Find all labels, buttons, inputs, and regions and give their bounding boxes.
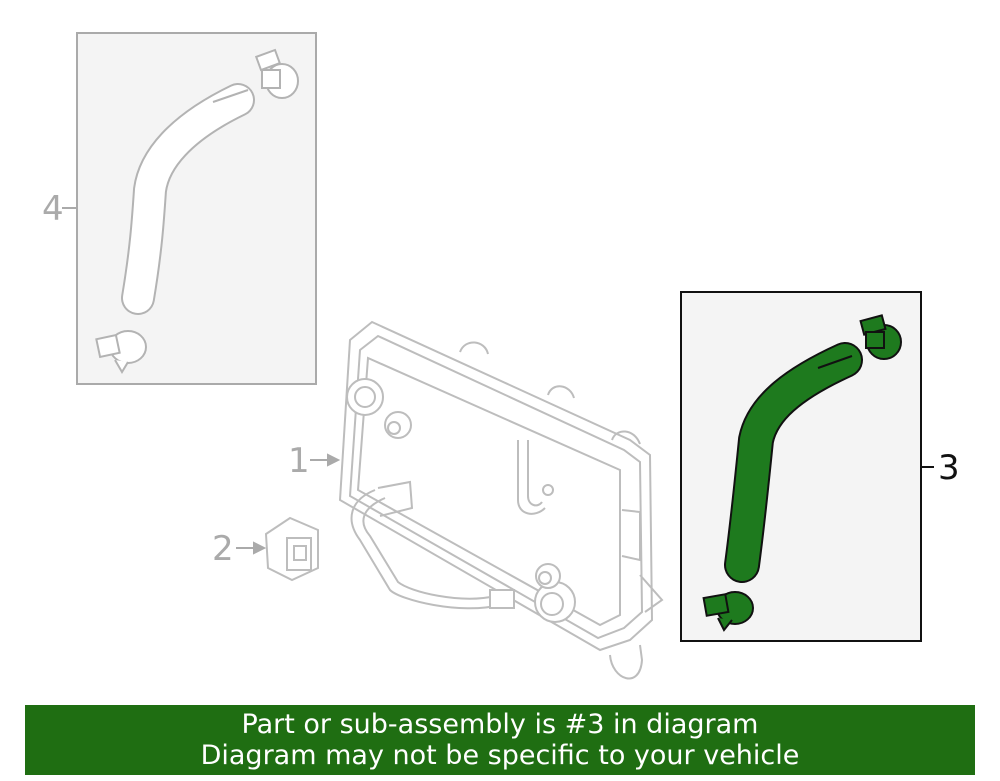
part-2-clip[interactable] — [264, 516, 319, 582]
banner-line-1: Part or sub-assembly is #3 in diagram — [241, 709, 759, 740]
callout-2[interactable]: 2 — [212, 529, 234, 569]
part-4-hose — [121, 83, 255, 315]
callout-4[interactable]: 4 — [42, 189, 64, 229]
part-1-cooler[interactable] — [338, 320, 664, 680]
part-3-bottom-clamp — [702, 591, 754, 632]
part-3-hose — [724, 342, 863, 583]
part-4-bottom-clamp — [95, 330, 147, 374]
callout-1-leader — [310, 453, 341, 467]
callout-3[interactable]: 3 — [938, 448, 960, 488]
callout-2-leader — [236, 541, 267, 555]
part-3-top-clamp — [859, 314, 902, 360]
part-4-top-clamp — [254, 48, 299, 99]
info-banner: Part or sub-assembly is #3 in diagram Di… — [25, 705, 975, 775]
callout-1[interactable]: 1 — [288, 441, 310, 481]
part-4-inset[interactable] — [62, 32, 317, 385]
banner-line-2: Diagram may not be specific to your vehi… — [200, 740, 800, 771]
part-3-inset[interactable] — [680, 291, 934, 642]
